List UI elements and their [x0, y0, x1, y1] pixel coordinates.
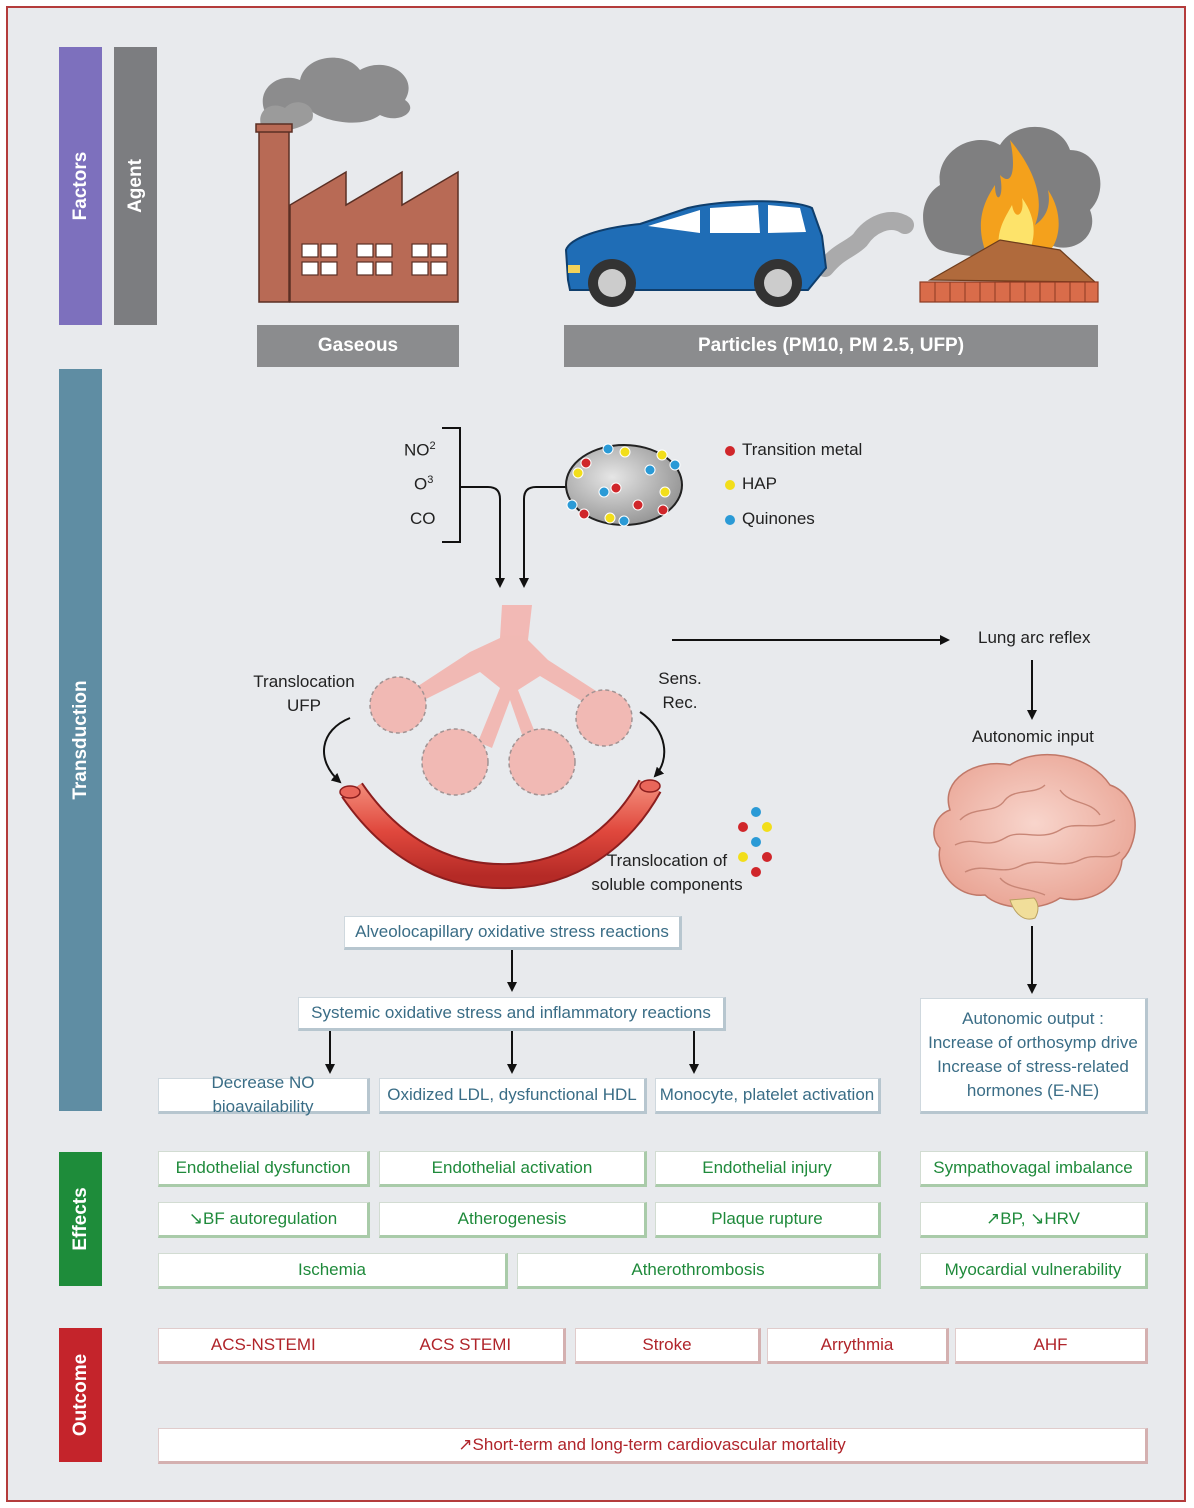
particles-agent-bar: Particles (PM10, PM 2.5, UFP): [564, 325, 1098, 367]
effect-endothelial-dysfunction: Endothelial dysfunction: [158, 1151, 370, 1187]
outcome-stroke: Stroke: [575, 1328, 761, 1364]
monocyte-box: Monocyte, platelet activation: [655, 1078, 881, 1114]
systemic-box: Systemic oxidative stress and inflammato…: [298, 997, 726, 1031]
particle-dot: [657, 504, 669, 516]
factory-illustration: [255, 57, 459, 303]
alveolocapillary-box: Alveolocapillary oxidative stress reacti…: [344, 916, 682, 950]
effect-bf-autoregulation: ↘BF autoregulation: [158, 1202, 370, 1238]
particle-dot: [669, 459, 681, 471]
particle-dot: [632, 499, 644, 511]
particle-dot: [598, 486, 610, 498]
brain-illustration: [933, 753, 1136, 920]
outcome-acs-box: ACS-NSTEMI ACS STEMI: [158, 1328, 566, 1364]
lung-arc-reflex-label: Lung arc reflex: [978, 628, 1091, 647]
gas-no2: NO2: [404, 440, 436, 460]
gas-co: CO: [410, 509, 436, 528]
effects-bar: Effects: [59, 1152, 102, 1286]
effect-ischemia: Ischemia: [158, 1253, 508, 1289]
sens-rec-label: Sens. Rec.: [658, 669, 702, 712]
outcome-bar: Outcome: [59, 1328, 102, 1462]
effect-atherogenesis: Atherogenesis: [379, 1202, 647, 1238]
outcome-ahf: AHF: [955, 1328, 1148, 1364]
gas-o3: O3: [414, 474, 434, 494]
autonomic-input-label: Autonomic input: [972, 727, 1094, 746]
particle-arrow: [519, 486, 566, 588]
car-illustration: [564, 200, 914, 307]
particle-dot: [618, 515, 630, 527]
legend-dot-hap: [725, 480, 735, 490]
sens-rec-arrow: [639, 711, 666, 778]
particle-dot: [566, 499, 578, 511]
effect-endothelial-activation: Endothelial activation: [379, 1151, 647, 1187]
decrease-no-box: Decrease NO bioavailability: [158, 1073, 370, 1116]
particle-dot: [602, 443, 614, 455]
outcome-acs-stemi: ACS STEMI: [419, 1335, 512, 1354]
particle-dot: [644, 464, 656, 476]
particle-illustration: [565, 443, 683, 527]
gas-bracket: [442, 427, 461, 543]
outcome-mortality: ↗Short-term and long-term cardiovascular…: [158, 1428, 1148, 1464]
legend-quinones: Quinones: [742, 509, 815, 528]
effect-atherothrombosis: Atherothrombosis: [517, 1253, 881, 1289]
particle-dot: [578, 508, 590, 520]
particle-dot: [659, 486, 671, 498]
blood-vessel: [342, 780, 660, 888]
legend-dot-transition-metal: [725, 446, 735, 456]
legend-transition-metal: Transition metal: [742, 440, 863, 459]
autonomic-output-box: Autonomic output : Increase of orthosymp…: [920, 998, 1148, 1114]
legend-hap: HAP: [742, 474, 777, 493]
translocation-ufp-label: Translocation UFP: [253, 672, 355, 715]
outcome-acs-nstemi: ACS-NSTEMI: [210, 1335, 316, 1354]
effect-sympathovagal: Sympathovagal imbalance: [920, 1151, 1148, 1187]
particle-dot: [580, 457, 592, 469]
particle-dot: [656, 449, 668, 461]
agent-bar: Agent: [114, 47, 157, 325]
legend-dot-quinones: [725, 515, 735, 525]
soluble-components-dots: [738, 807, 772, 877]
fire-illustration: [919, 126, 1101, 303]
particle-dot: [619, 446, 631, 458]
gas-arrow: [460, 486, 505, 588]
lung-illustration: [369, 605, 633, 796]
effect-myocardial-vulnerability: Myocardial vulnerability: [920, 1253, 1148, 1289]
effect-endothelial-injury: Endothelial injury: [655, 1151, 881, 1187]
oxidized-ldl-box: Oxidized LDL, dysfunctional HDL: [379, 1078, 647, 1114]
particle-dot: [604, 512, 616, 524]
particle-dot: [610, 482, 622, 494]
gaseous-agent-bar: Gaseous: [257, 325, 459, 367]
transduction-bar: Transduction: [59, 369, 102, 1111]
translocation-soluble-label: Translocation of soluble components: [591, 851, 743, 894]
outcome-arrythmia: Arrythmia: [767, 1328, 949, 1364]
effect-plaque-rupture: Plaque rupture: [655, 1202, 881, 1238]
factors-bar: Factors: [59, 47, 102, 325]
translocation-ufp-arrow: [323, 717, 351, 784]
particle-dot: [572, 467, 584, 479]
effect-bp-hrv: ↗BP, ↘HRV: [920, 1202, 1148, 1238]
